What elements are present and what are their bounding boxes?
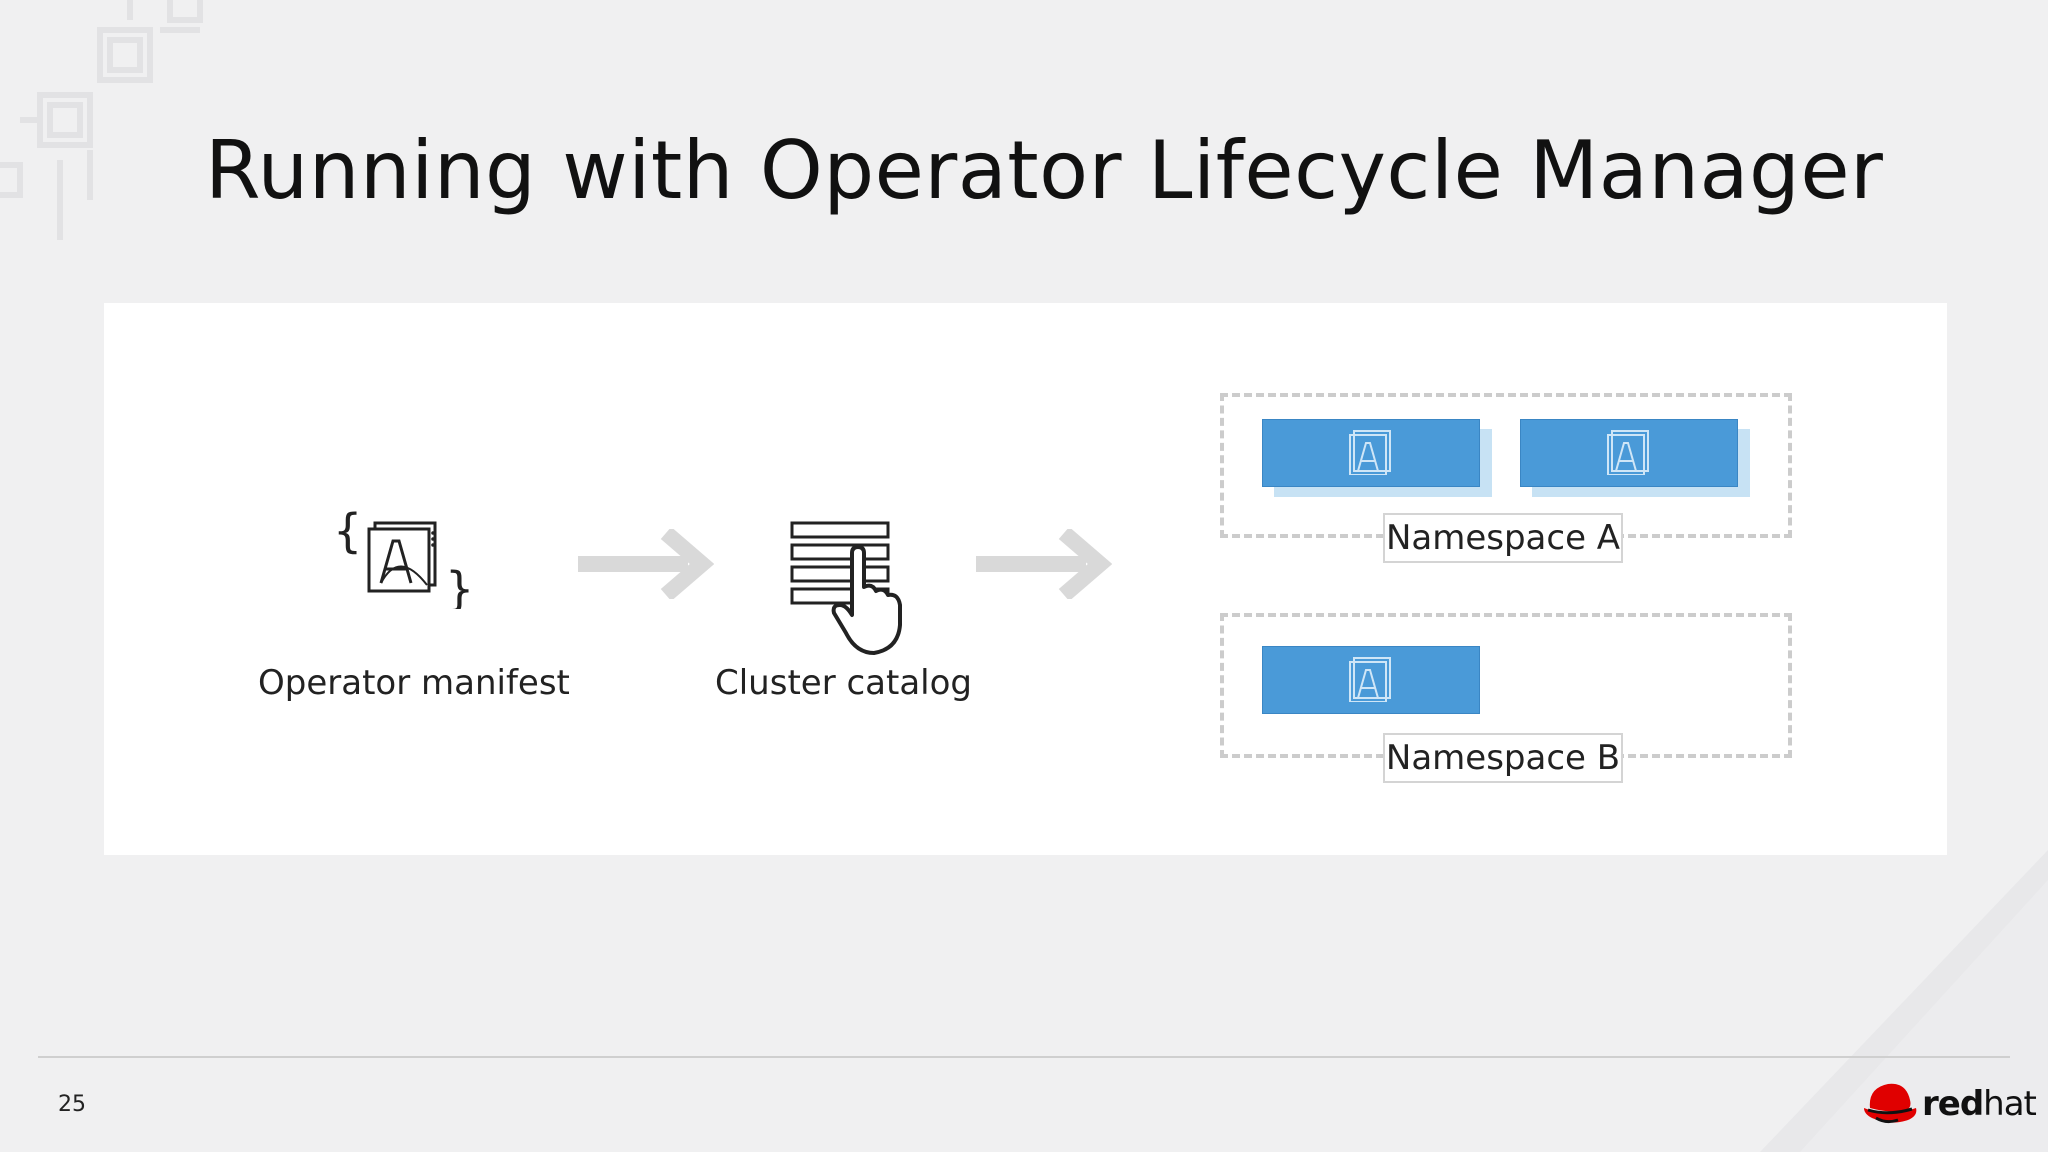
svg-text:{: {	[333, 509, 362, 558]
slide-title: Running with Operator Lifecycle Manager	[205, 124, 1884, 217]
namespace-a-operator-2	[1520, 419, 1750, 497]
cluster-catalog-label: Cluster catalog	[715, 663, 973, 703]
operator-icon	[1349, 657, 1391, 702]
redhat-logo-text: redhat	[1922, 1084, 2037, 1124]
svg-text:}: }	[445, 562, 474, 609]
page-number: 25	[58, 1092, 86, 1117]
arrow-right-icon	[976, 529, 1112, 599]
namespace-a-label: Namespace A	[1383, 513, 1623, 563]
diagram-panel: { } Operator manifest Cluster catalog	[104, 303, 1947, 855]
namespace-b-operator-1	[1262, 646, 1480, 714]
corner-pattern-decoration	[0, 0, 203, 240]
namespace-a-operator-1	[1262, 419, 1492, 497]
operator-manifest-icon: { }	[333, 509, 474, 609]
operator-manifest-label: Operator manifest	[258, 663, 570, 703]
operator-icon	[1607, 430, 1649, 475]
cluster-catalog-icon	[790, 521, 902, 655]
redhat-shadowman-icon	[1864, 1083, 1917, 1124]
arrow-right-icon	[578, 529, 714, 599]
namespace-b-label: Namespace B	[1383, 733, 1623, 783]
footer-divider	[38, 1056, 2010, 1058]
operator-icon	[1349, 430, 1391, 475]
